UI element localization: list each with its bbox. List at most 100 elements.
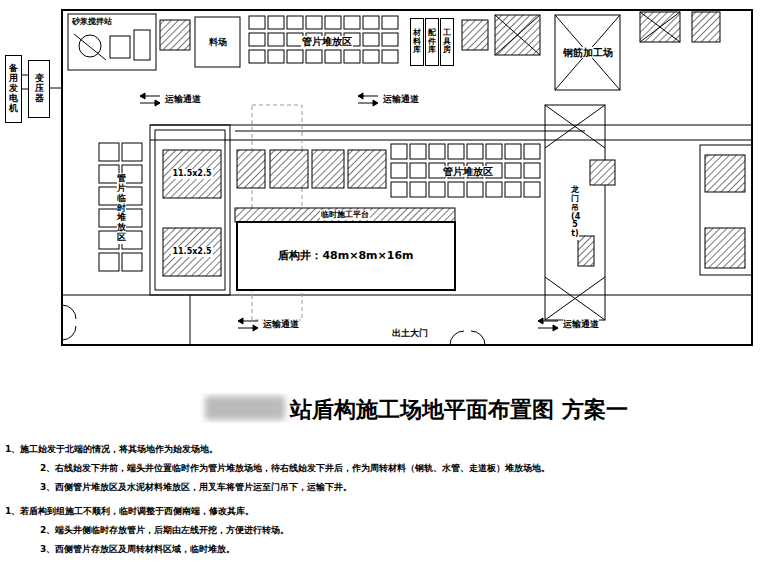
vertical-label-box: 材料库 [410,18,424,66]
segment-cell [429,182,445,197]
vertical-label-box: 变压器 [28,60,50,118]
area-label: 钢筋加工场 [562,47,614,59]
area-label: 临时施工平台 [320,210,370,219]
road-label: 运输通道 [165,93,201,106]
segment-cell [287,16,303,29]
site-wall [62,10,752,345]
segment-cell [306,16,322,29]
crane-zone [545,105,605,320]
segment-cell [505,182,521,197]
gate-label: 出土大门 [392,327,428,340]
segment-cell [249,16,265,29]
area-box: 管片堆放区 [390,143,545,200]
segment-cell [410,182,426,197]
hatched-box [495,15,540,55]
road-label: 运输通道 [263,318,299,331]
note-line: 2、端头井侧临时存放管片，后期由左线开挖，方便进行转场。 [40,524,289,537]
yard-box [555,15,620,90]
cross-mark [495,15,540,55]
segment-cell [268,16,284,29]
segment-cell [505,163,521,178]
two-way-arrow [538,318,558,331]
segment-cell [448,182,464,197]
segment-cell [448,144,464,159]
road-line [150,139,752,140]
vertical-label-box: 龙门吊(45t) [560,150,590,275]
yard-frame [700,145,752,275]
area-box: 11.5x2.5 [163,150,221,198]
hatched-box [578,236,594,266]
cross-mark [555,15,620,90]
area-label: 工具房 [443,28,451,56]
conveyor-line [74,34,106,60]
area-label: 变压器 [35,73,44,105]
segment-cell [486,182,502,197]
area-box: 11.5x2.5 [163,228,221,276]
segment-cell [325,16,341,29]
segment-cell [344,16,360,29]
mixing-plant [68,14,156,70]
shaft-outline [237,222,455,290]
road-line [62,295,752,296]
road-line [150,124,752,125]
hatched-box [270,150,308,188]
wall-line [190,295,191,345]
segment-cell [268,33,284,46]
area-label: 管片临时堆放区 [117,173,126,244]
plant-frame [68,14,156,70]
segment-cell [391,144,407,159]
segment-cell [306,50,322,63]
cable-line [50,88,62,89]
segment-cell [249,33,265,46]
segment-cell [249,50,265,63]
area-label: 11.5x2.5 [171,169,212,178]
mixer-symbol [134,30,150,60]
segment-cell [268,50,284,63]
area-label: 管片堆放区 [301,36,353,48]
segment-cell [391,182,407,197]
crane-cross [545,105,605,320]
area-label: 11.5x2.5 [171,247,212,256]
segment-cell [122,143,142,161]
segment-cell [99,143,119,161]
hatched-box [640,12,680,42]
segment-cell [382,50,398,63]
hatched-box [705,155,745,192]
segment-cell [410,144,426,159]
note-line: 1、若盾构到组施工不顺利，临时调整于西侧南端，修改其库。 [5,505,254,518]
platform-strip [235,208,455,222]
area-box: 料场 [195,17,240,67]
segment-cell [382,16,398,29]
segment-cell [486,144,502,159]
area-box: 临时施工平台 [300,207,390,223]
segment-cell [524,144,540,159]
hatched-box [348,150,386,188]
hatched-box [312,150,344,188]
mixer-symbol [110,36,130,58]
hatched-box [692,12,720,42]
segment-cell [382,33,398,46]
segment-cell [325,50,341,63]
segment-cell [429,144,445,159]
store-box [195,17,240,67]
area-label: 料场 [208,37,228,47]
traffic-arrows [140,93,558,331]
area-label: 盾构井：48m×8m×16m [277,250,414,263]
area-box: 盾构井：48m×8m×16m [237,222,455,290]
segment-cell [99,209,119,227]
road-loop [150,125,230,295]
segment-cell [524,163,540,178]
plan-title: 站盾构施工场地平面布置图 方案一 [290,395,628,425]
road-label: 运输通道 [563,318,599,331]
segment-cell [99,165,119,183]
main-gate [450,331,485,345]
segment-cell [524,182,540,197]
hatched-box [705,228,745,268]
note-line: 3、西侧管片堆放区及水泥材料堆放区，用叉车将管片运至门吊下，运输下井。 [40,481,352,494]
cross-mark [640,12,680,42]
note-line: 2、右线始发下井前，端头井位置临时作为管片堆放场地，待右线始发下井后，作为周转材… [40,462,550,475]
segment-cell [99,253,119,271]
vertical-label-box: 工具房 [440,18,454,66]
segment-cell [505,144,521,159]
two-way-arrow [140,93,160,106]
